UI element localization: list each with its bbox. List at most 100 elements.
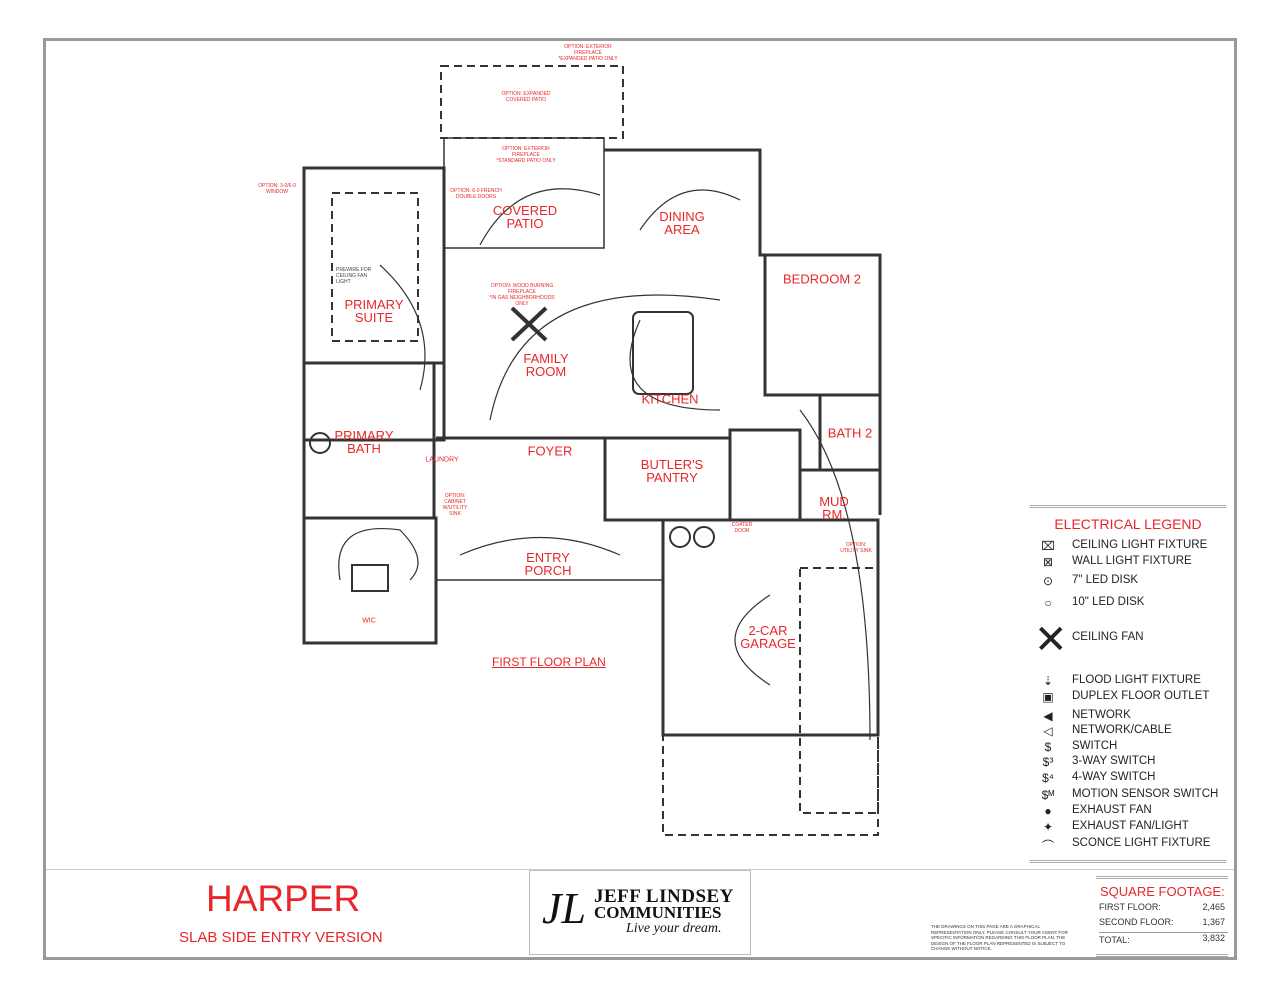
legend-item: ✕ CEILING FAN bbox=[1030, 618, 1226, 662]
legend-item: ⌒ SCONCE LIGHT FIXTURE bbox=[1030, 837, 1226, 853]
note-french-doors: OPTION: 6-0 FRENCH DOUBLE DOORS bbox=[450, 188, 502, 200]
logo-line-1: JEFF LINDSEY bbox=[594, 886, 734, 907]
floor-plan-title: FIRST FLOOR PLAN bbox=[492, 655, 606, 669]
legend-label: 4-WAY SWITCH bbox=[1072, 771, 1156, 783]
disclaimer: THE DRAWINGS ON THIS PAGE ARE A GRAPHICA… bbox=[931, 924, 1068, 951]
sqft-value: 3,832 bbox=[1202, 933, 1225, 943]
logo-tagline: Live your dream. bbox=[626, 921, 722, 936]
wic-fixture bbox=[351, 564, 389, 592]
company-logo: JL JEFF LINDSEY COMMUNITIES Live your dr… bbox=[529, 870, 751, 955]
model-name: HARPER bbox=[206, 878, 361, 919]
motion-switch-icon: $ᴹ bbox=[1041, 788, 1055, 802]
legend-item: ⇣ FLOOD LIGHT FIXTURE bbox=[1030, 674, 1226, 690]
garage-bay-outline bbox=[799, 567, 879, 814]
room-entry-porch: ENTRY PORCH bbox=[524, 550, 572, 578]
wiring-arc bbox=[734, 594, 771, 686]
led-disk-7-icon: ⊙ bbox=[1042, 574, 1054, 588]
network-icon: ◀ bbox=[1043, 709, 1053, 723]
wall-light-icon: ⊠ bbox=[1042, 555, 1054, 569]
sqft-label: FIRST FLOOR: bbox=[1099, 902, 1161, 912]
garage-extension-outline bbox=[662, 734, 879, 836]
sqft-label: TOTAL: bbox=[1099, 935, 1130, 945]
exhaust-fan-light-icon: ✦ bbox=[1042, 820, 1054, 834]
four-way-switch-icon: $⁴ bbox=[1042, 771, 1054, 785]
room-family-room: FAMILY ROOM bbox=[523, 351, 569, 379]
logo-line-2: COMMUNITIES bbox=[594, 903, 722, 922]
wiring-arc bbox=[338, 528, 419, 581]
legend-label: 3-WAY SWITCH bbox=[1072, 755, 1156, 767]
wiring-arc bbox=[489, 294, 721, 421]
note-window: OPTION: 3-0/6-0 WINDOW bbox=[258, 183, 296, 195]
legend-label: 7" LED DISK bbox=[1072, 574, 1139, 586]
ceiling-light-icon: ⌧ bbox=[1041, 539, 1055, 553]
note-ext-fireplace-expanded: OPTION: EXTERIOR FIREPLACE *EXPANDED PAT… bbox=[558, 44, 618, 62]
garage-light bbox=[669, 526, 691, 548]
room-bedroom-2: BEDROOM 2 bbox=[782, 271, 862, 287]
tray-ceiling-outline bbox=[331, 192, 419, 342]
legend-item: $⁴ 4-WAY SWITCH bbox=[1030, 771, 1226, 787]
ceiling-fan-icon: ✕ bbox=[1034, 618, 1068, 662]
network-cable-icon: ◁ bbox=[1043, 724, 1053, 738]
room-laundry: LAUNDRY bbox=[425, 456, 459, 464]
note-coated-door: COATED DOOR bbox=[731, 522, 753, 534]
wiring-arc bbox=[459, 536, 621, 556]
legend-item: $SWITCH bbox=[1030, 740, 1226, 756]
west-walls bbox=[302, 248, 446, 442]
legend-label: EXHAUST FAN/LIGHT bbox=[1072, 820, 1189, 832]
flood-light-icon: ⇣ bbox=[1042, 674, 1054, 688]
duplex-floor-outlet-icon: ▣ bbox=[1042, 690, 1054, 704]
logo-monogram-icon: JL bbox=[542, 884, 586, 933]
legend-item: ○10" LED DISK bbox=[1030, 596, 1226, 612]
wiring-arcs bbox=[338, 188, 871, 741]
sconce-icon: ⌒ bbox=[1041, 839, 1054, 853]
note-wood-fireplace: OPTION: WOOD BURNING FIREPLACE *IN GAS N… bbox=[489, 283, 555, 307]
room-butlers-pantry: BUTLER'S PANTRY bbox=[640, 457, 704, 485]
plan-sheet bbox=[43, 38, 1237, 960]
ceiling-fan-icon bbox=[510, 306, 548, 342]
legend-item: ✦ EXHAUST FAN/LIGHT bbox=[1030, 820, 1226, 836]
room-bath-2: BATH 2 bbox=[827, 425, 873, 441]
room-dining-area: DINING AREA bbox=[659, 209, 705, 237]
porch-walls bbox=[435, 518, 663, 581]
sqft-row-second-floor: SECOND FLOOR:1,367 bbox=[1099, 917, 1228, 932]
legend-label: WALL LIGHT FIXTURE bbox=[1072, 555, 1192, 567]
legend-item: ▣ DUPLEX FLOOR OUTLET bbox=[1030, 690, 1226, 706]
legend-title: ELECTRICAL LEGEND bbox=[1054, 516, 1202, 532]
legend-label: NETWORK/CABLE bbox=[1072, 724, 1172, 736]
room-primary-suite: PRIMARY SUITE bbox=[344, 297, 404, 325]
legend-label: FLOOD LIGHT FIXTURE bbox=[1072, 674, 1201, 686]
legend-label: SCONCE LIGHT FIXTURE bbox=[1072, 837, 1211, 849]
garage-light bbox=[693, 526, 715, 548]
note-prewire: PREWIRE FOR CEILING FAN LIGHT bbox=[336, 267, 372, 285]
sqft-value: 2,465 bbox=[1202, 902, 1225, 912]
room-wic: WIC bbox=[362, 617, 376, 625]
wiring-arc bbox=[479, 188, 601, 246]
exhaust-fan-icon: ● bbox=[1044, 804, 1052, 818]
legend-item: ⌧ CEILING LIGHT FIXTURE bbox=[1030, 539, 1226, 555]
legend-item: ◁ NETWORK/CABLE bbox=[1030, 724, 1226, 740]
optional-outlines bbox=[331, 65, 879, 836]
legend-label: DUPLEX FLOOR OUTLET bbox=[1072, 690, 1210, 702]
legend-label: CEILING FAN bbox=[1072, 631, 1144, 643]
note-utility-sink: OPTION: UTILITY SINK bbox=[840, 542, 872, 554]
square-footage-title: SQUARE FOOTAGE: bbox=[1100, 884, 1225, 899]
pantry-walls bbox=[728, 428, 802, 522]
sqft-row-first-floor: FIRST FLOOR: 2,465 bbox=[1099, 902, 1228, 917]
legend-label: CEILING LIGHT FIXTURE bbox=[1072, 539, 1208, 551]
sqft-row-total: TOTAL: 3,832 bbox=[1099, 932, 1228, 950]
legend-label: SWITCH bbox=[1072, 740, 1118, 752]
note-expanded-patio: OPTION: EXPANDED COVERED PATIO bbox=[501, 91, 551, 103]
room-covered-patio: COVERED PATIO bbox=[492, 203, 558, 231]
room-garage: 2-CAR GARAGE bbox=[740, 623, 796, 651]
electrical-legend: ELECTRICAL LEGEND ⌧ CEILING LIGHT FIXTURE… bbox=[1030, 505, 1226, 863]
room-foyer: FOYER bbox=[527, 443, 573, 459]
legend-item: ⊠ WALL LIGHT FIXTURE bbox=[1030, 555, 1226, 571]
fixtures bbox=[309, 306, 715, 592]
square-footage-table: SQUARE FOOTAGE: FIRST FLOOR: 2,465 SECOND… bbox=[1096, 876, 1228, 957]
wiring-arc bbox=[799, 409, 871, 741]
footer-divider bbox=[46, 869, 1234, 870]
sqft-label: SECOND FLOOR: bbox=[1099, 917, 1174, 927]
legend-label: 10" LED DISK bbox=[1072, 596, 1145, 608]
